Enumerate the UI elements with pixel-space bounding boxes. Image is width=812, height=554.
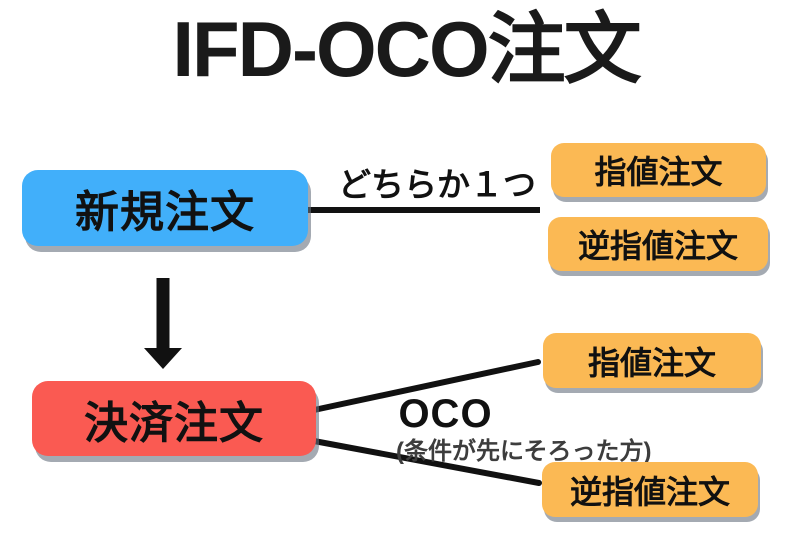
settlement-limit-order-box: 指値注文 bbox=[543, 333, 761, 388]
either-one-note: どちらか１つ bbox=[338, 166, 536, 203]
settlement-stop-order-label: 逆指値注文 bbox=[569, 473, 730, 510]
oco-note-detail: (条件が先にそろった方) bbox=[396, 438, 652, 465]
down-arrow-icon bbox=[144, 278, 182, 369]
settlement-order-box: 決済注文 bbox=[32, 381, 316, 456]
new-order-label: 新規注文 bbox=[75, 188, 255, 237]
diagram-title: IFD-OCO注文 bbox=[172, 5, 641, 93]
new-limit-order-box: 指値注文 bbox=[551, 143, 766, 197]
settlement-stop-order-box: 逆指値注文 bbox=[542, 462, 758, 517]
settlement-limit-order-label: 指値注文 bbox=[587, 344, 716, 381]
new-stop-order-box: 逆指値注文 bbox=[548, 217, 768, 271]
settlement-order-label: 決済注文 bbox=[84, 398, 264, 448]
new-order-box: 新規注文 bbox=[22, 170, 308, 246]
oco-note: OCO bbox=[398, 392, 493, 436]
new-stop-order-label: 逆指値注文 bbox=[577, 228, 738, 264]
new-limit-order-label: 指値注文 bbox=[594, 154, 723, 190]
